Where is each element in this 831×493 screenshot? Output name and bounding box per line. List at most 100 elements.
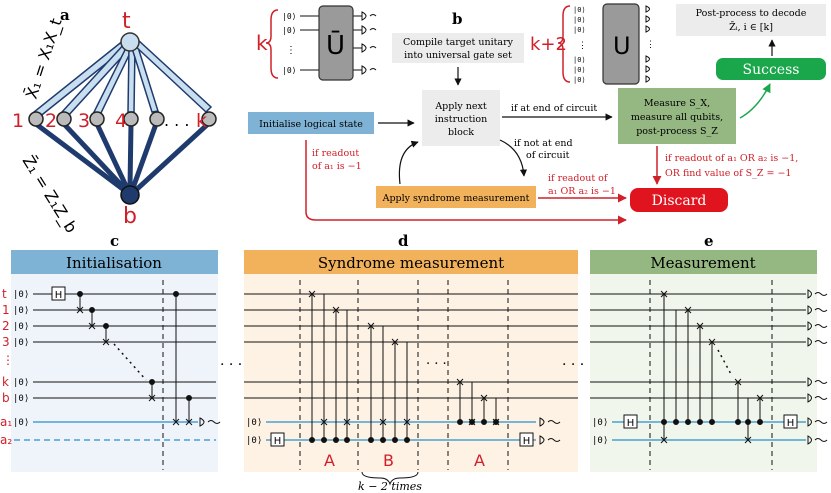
svg-text:Compile target unitary: Compile target unitary bbox=[403, 37, 514, 48]
svg-text:|0⟩: |0⟩ bbox=[282, 12, 296, 21]
svg-text:⋮: ⋮ bbox=[646, 40, 655, 50]
svg-text:Z̄ᵢ, i ∈ [k]: Z̄ᵢ, i ∈ [k] bbox=[729, 21, 773, 33]
svg-text:post-process S_Z: post-process S_Z bbox=[636, 126, 718, 137]
node-3-label: 3 bbox=[78, 110, 90, 132]
z-logical-label: Z̄₁ = Z₁Z_b bbox=[18, 152, 81, 237]
svg-text:B: B bbox=[383, 451, 394, 470]
svg-text:b: b bbox=[2, 391, 10, 405]
svg-text:a₁ OR a₂ is −1: a₁ OR a₂ is −1 bbox=[548, 186, 616, 197]
svg-text:c: c bbox=[110, 232, 119, 250]
panel-c: c Initialisation t 1 2 3 ⋮ k b a₁ a₂ |0⟩… bbox=[0, 232, 221, 472]
svg-text:A: A bbox=[474, 451, 485, 470]
u-circuit: k+2 |0⟩ |0⟩ |0⟩ |0⟩ |0⟩ |0⟩ ⋮ U ⋮ bbox=[530, 3, 655, 85]
graph-top-edges bbox=[32, 38, 213, 120]
svg-text:if readout of a₁ OR a₂ is −1,: if readout of a₁ OR a₂ is −1, bbox=[665, 153, 798, 164]
svg-text:|0⟩: |0⟩ bbox=[246, 418, 262, 428]
svg-text:Post-process to decode: Post-process to decode bbox=[696, 8, 807, 19]
svg-text:|0⟩: |0⟩ bbox=[13, 338, 29, 348]
ubar-circuit: k |0⟩ |0⟩ |0⟩ ⋮ Ū bbox=[256, 5, 377, 81]
panel-d: d Syndrome measurement |0⟩ |0⟩ H H bbox=[244, 232, 578, 493]
svg-text:if readout: if readout bbox=[312, 148, 359, 159]
panel-e: e Measurement |0⟩ |0⟩ H H bbox=[590, 232, 828, 472]
measure-box bbox=[618, 88, 736, 144]
svg-text:|0⟩: |0⟩ bbox=[13, 394, 29, 404]
svg-text:|0⟩: |0⟩ bbox=[573, 66, 586, 74]
svg-text:k: k bbox=[2, 375, 9, 389]
end-circuit-label: if at end of circuit bbox=[511, 103, 598, 114]
init-title: Initialisation bbox=[66, 254, 162, 272]
meas-title: Measurement bbox=[650, 254, 755, 272]
svg-text:d: d bbox=[398, 232, 409, 250]
svg-text:|0⟩: |0⟩ bbox=[13, 306, 29, 316]
initialise-box bbox=[248, 112, 374, 134]
ubar-gate-label: Ū bbox=[326, 30, 345, 61]
svg-text:H: H bbox=[787, 418, 795, 429]
panel-b: b k |0⟩ |0⟩ |0⟩ ⋮ Ū k+2 bbox=[248, 3, 826, 225]
svg-text:block: block bbox=[448, 127, 474, 138]
success-label: Success bbox=[743, 62, 800, 78]
svg-text:|0⟩: |0⟩ bbox=[13, 290, 29, 300]
node-b-label: b bbox=[123, 204, 137, 229]
svg-text:instruction: instruction bbox=[435, 114, 488, 125]
svg-text:|0⟩: |0⟩ bbox=[573, 76, 586, 84]
svg-text:H: H bbox=[55, 290, 63, 301]
svg-text:|0⟩: |0⟩ bbox=[13, 418, 29, 428]
initialise-label: Initialise logical state bbox=[259, 119, 363, 130]
svg-text:2: 2 bbox=[2, 319, 10, 333]
init-title-bar bbox=[11, 250, 218, 274]
node-1-label: 1 bbox=[12, 110, 24, 132]
u-gate-label: U bbox=[613, 32, 631, 60]
node-4-label: 4 bbox=[115, 110, 127, 132]
svg-text:e: e bbox=[704, 232, 714, 250]
svg-text:a₁: a₁ bbox=[0, 415, 12, 429]
svg-text:into universal gate set: into universal gate set bbox=[404, 50, 512, 61]
svg-text:|0⟩: |0⟩ bbox=[282, 66, 296, 75]
svg-text:if readout of: if readout of bbox=[548, 173, 609, 184]
data-nodes bbox=[28, 111, 217, 127]
panel-label-b: b bbox=[452, 10, 463, 28]
svg-text:H: H bbox=[627, 418, 635, 429]
panel-a: a t b bbox=[12, 6, 217, 237]
svg-text:|0⟩: |0⟩ bbox=[573, 56, 586, 64]
svg-text:. . .: . . . bbox=[562, 353, 584, 369]
meas-title-bar bbox=[590, 250, 817, 274]
discard-box bbox=[630, 188, 728, 212]
syn-title-bar bbox=[244, 250, 578, 274]
svg-text:|0⟩: |0⟩ bbox=[246, 436, 262, 446]
svg-text:H: H bbox=[274, 436, 282, 447]
node-b bbox=[120, 185, 140, 205]
syndrome-label: Apply syndrome measurement bbox=[382, 193, 530, 204]
svg-text:OR find value of S_Z = −1: OR find value of S_Z = −1 bbox=[665, 168, 791, 179]
svg-text:. . .: . . . bbox=[426, 353, 447, 368]
svg-text:H: H bbox=[523, 436, 531, 447]
apply-next-box bbox=[422, 90, 500, 146]
svg-text:k+2: k+2 bbox=[530, 34, 567, 55]
node-t bbox=[120, 32, 140, 52]
svg-text:|0⟩: |0⟩ bbox=[282, 26, 296, 35]
svg-text:k: k bbox=[256, 31, 268, 55]
x-logical-label: X̄₁ = X₁X_t bbox=[22, 16, 67, 102]
svg-text:. . .: . . . bbox=[220, 353, 242, 369]
node-k-label: k bbox=[196, 110, 207, 132]
graph-dots: . . . bbox=[164, 111, 189, 130]
node-t-label: t bbox=[122, 9, 131, 34]
panel-label-a: a bbox=[60, 6, 70, 24]
svg-text:⋮: ⋮ bbox=[578, 41, 587, 51]
svg-text:Measure S_X,: Measure S_X, bbox=[644, 98, 710, 109]
svg-text:|0⟩: |0⟩ bbox=[13, 322, 29, 332]
svg-text:⋮: ⋮ bbox=[286, 45, 296, 56]
svg-text:1: 1 bbox=[2, 303, 10, 317]
svg-text:of a₁ is −1: of a₁ is −1 bbox=[312, 161, 362, 172]
success-box bbox=[716, 58, 826, 80]
svg-text:k − 2 times: k − 2 times bbox=[358, 480, 422, 493]
svg-text:A: A bbox=[324, 451, 335, 470]
node-2-label: 2 bbox=[45, 110, 57, 132]
svg-text:if not at end: if not at end bbox=[514, 138, 573, 149]
svg-text:of circuit: of circuit bbox=[526, 150, 570, 161]
discard-label: Discard bbox=[652, 193, 707, 209]
svg-text:measure all qubits,: measure all qubits, bbox=[631, 112, 723, 123]
svg-text:3: 3 bbox=[2, 335, 10, 349]
svg-text:|0⟩: |0⟩ bbox=[13, 378, 29, 388]
svg-text:|0⟩: |0⟩ bbox=[573, 6, 586, 14]
